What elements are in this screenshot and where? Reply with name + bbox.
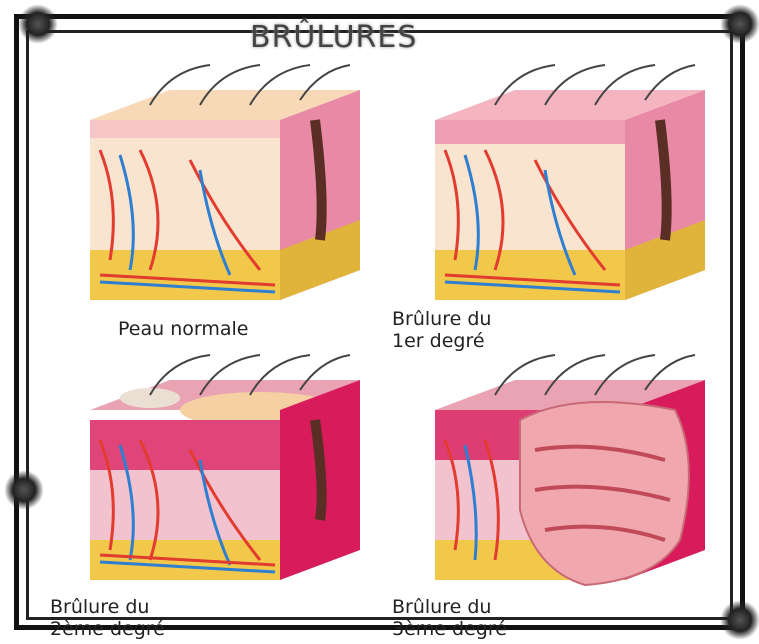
skin-block-third-degree (425, 350, 715, 590)
corner-ornament (720, 4, 759, 44)
skin-block-first-degree (425, 60, 715, 310)
corner-ornament (4, 470, 44, 510)
skin-block-second-degree (80, 350, 370, 590)
panel-label-normal: Peau normale (118, 318, 248, 340)
corner-ornament (720, 600, 759, 640)
corner-ornament (18, 4, 58, 44)
diagram-title: BRÛLURES (250, 20, 417, 55)
skin-block-normal (80, 60, 370, 310)
